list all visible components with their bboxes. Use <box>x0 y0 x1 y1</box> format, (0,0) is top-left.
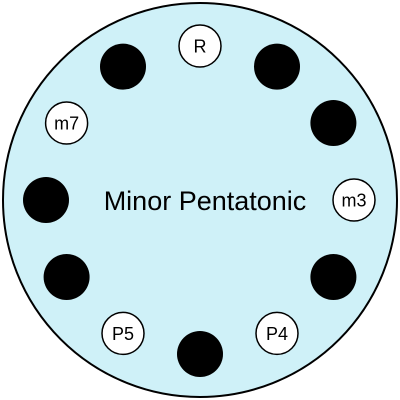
labeled-note-dot <box>332 178 376 222</box>
labeled-note-dot <box>178 24 222 68</box>
note-interval-label: m3 <box>341 191 366 211</box>
scale-title: Minor Pentatonic <box>104 186 307 216</box>
filled-note-dot <box>310 254 357 300</box>
labeled-note-dot <box>44 101 89 145</box>
note-interval-label: P4 <box>266 324 288 344</box>
labeled-note-dot <box>101 311 145 356</box>
filled-note-dot <box>310 100 357 146</box>
filled-note-dot <box>23 177 69 223</box>
filled-note-dot <box>43 254 90 300</box>
note-interval-label: P5 <box>112 324 134 344</box>
note-interval-label: R <box>194 37 207 57</box>
labeled-note-dot <box>255 311 299 356</box>
filled-note-dot <box>254 43 300 90</box>
filled-note-dot <box>100 43 146 90</box>
note-interval-label: m7 <box>54 114 79 134</box>
filled-note-dot <box>177 331 223 377</box>
